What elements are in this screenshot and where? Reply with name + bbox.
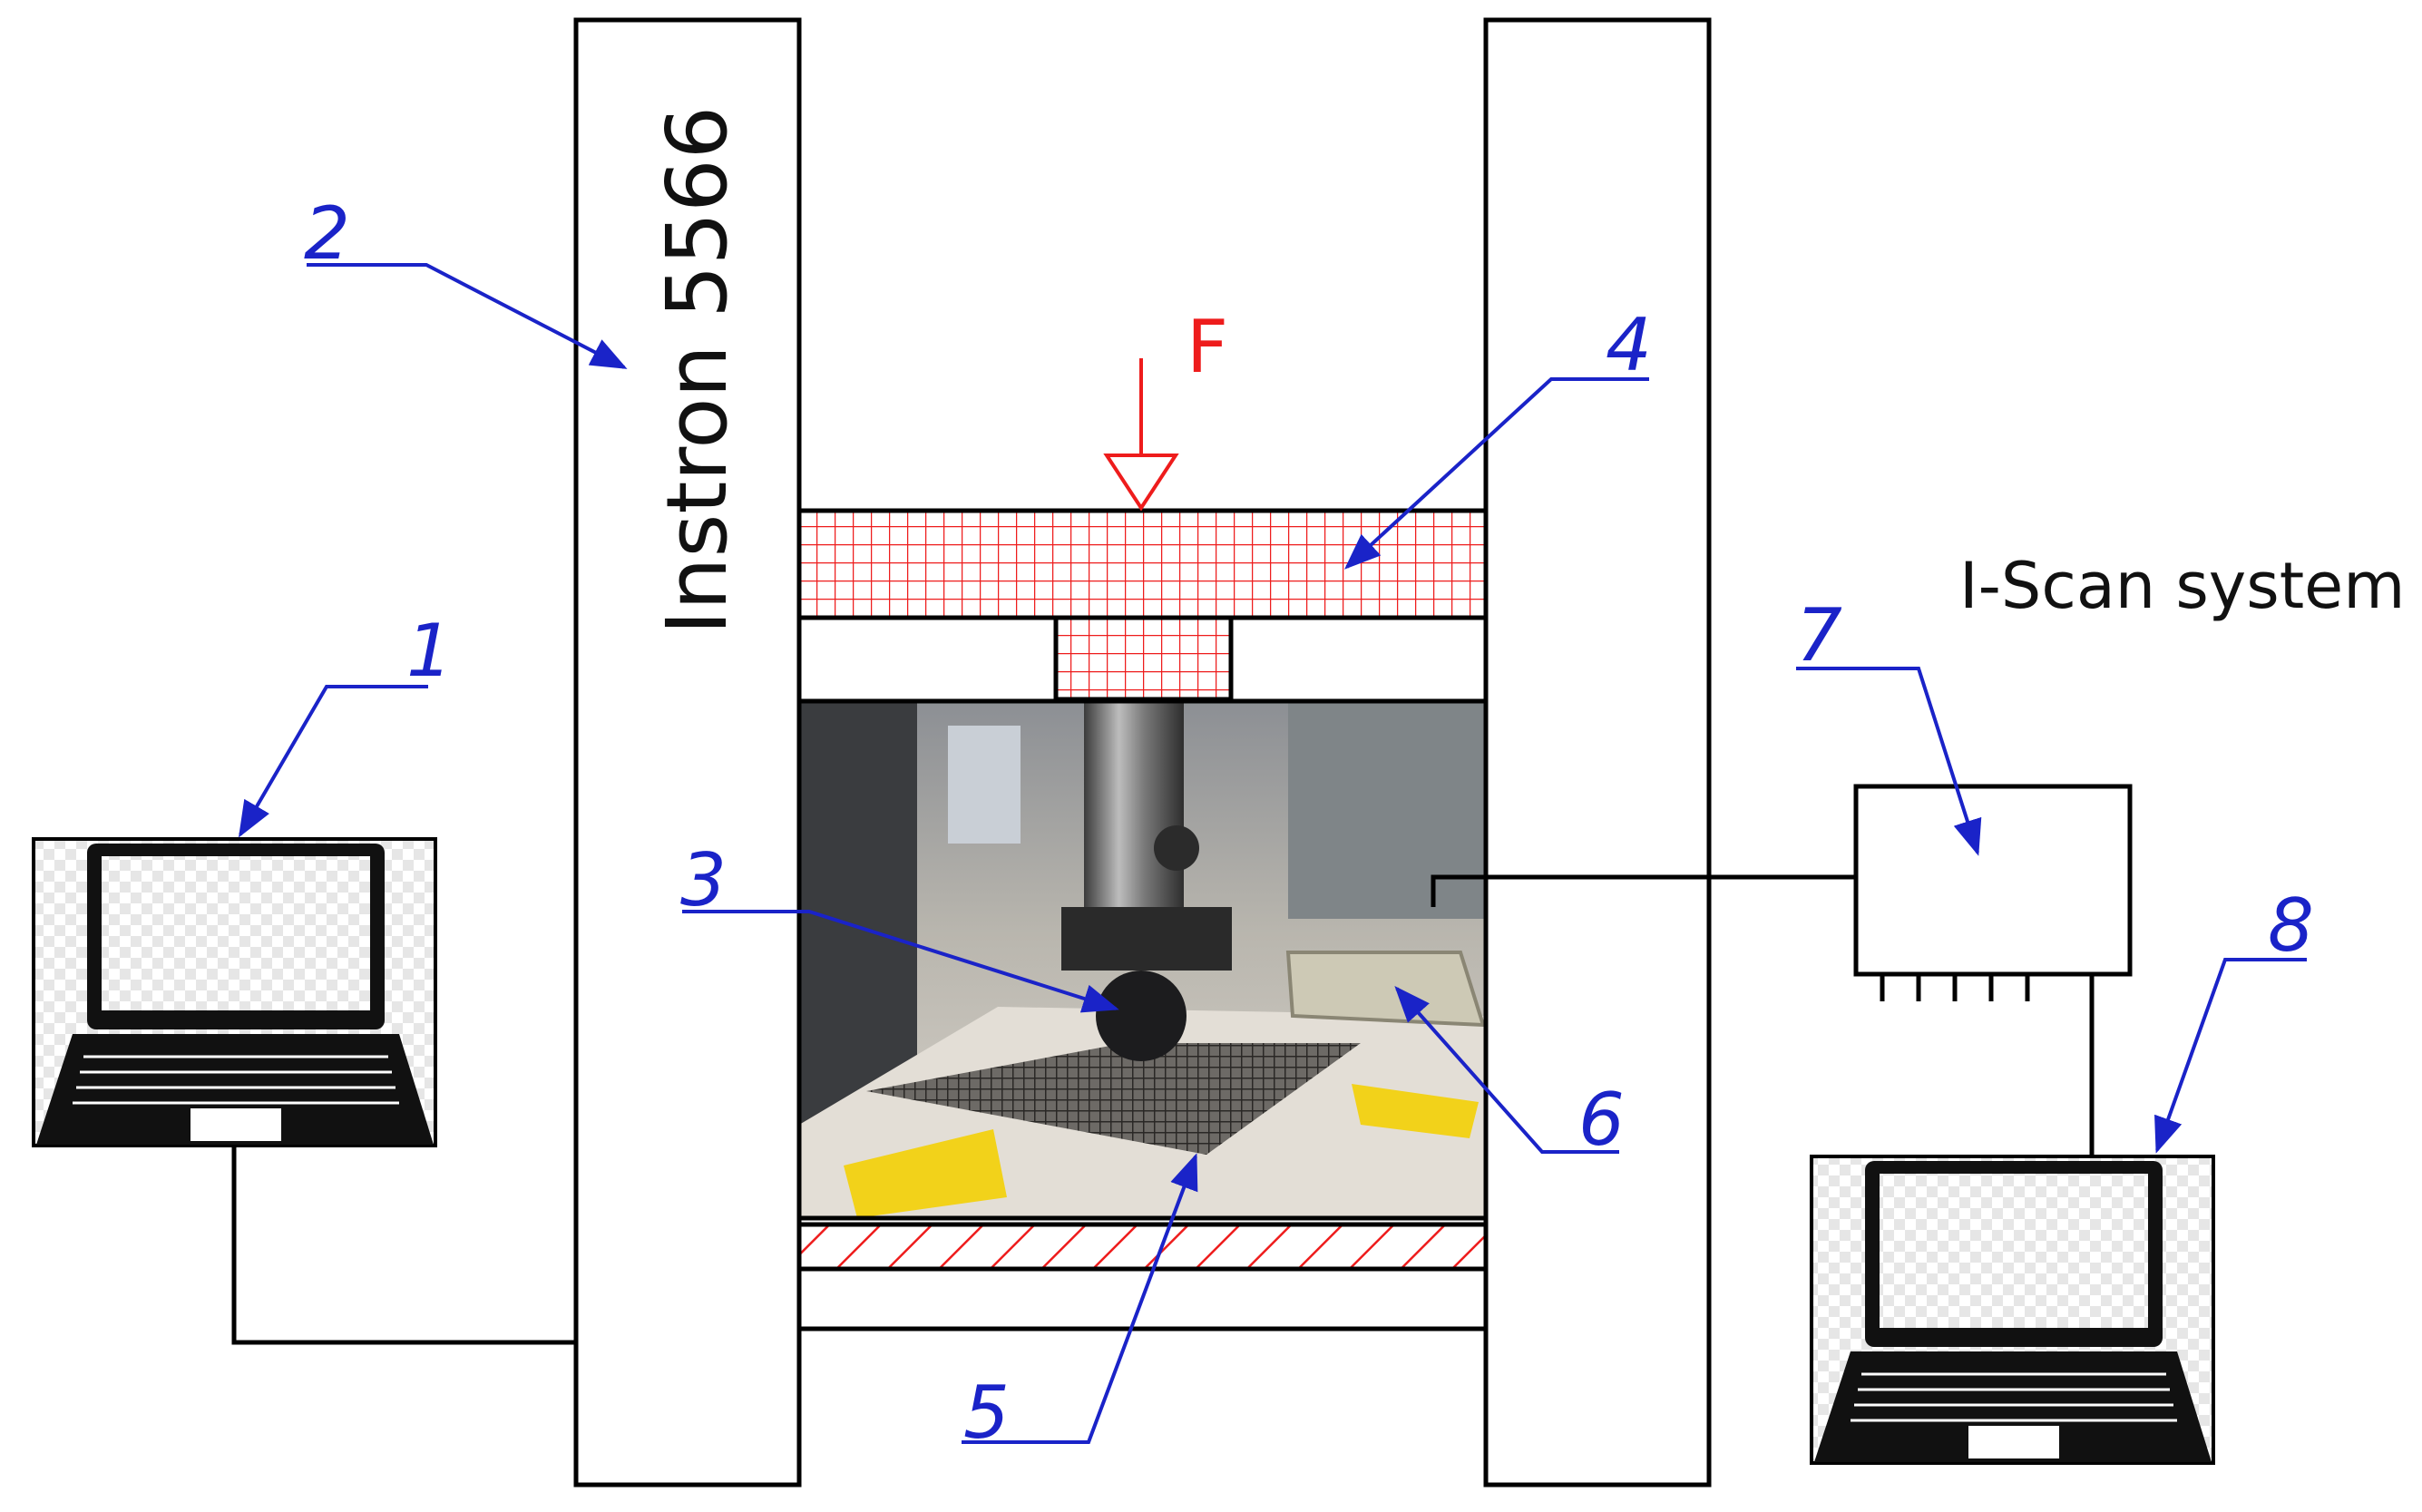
lower-plate <box>796 1222 1489 1272</box>
callout-1: 1 <box>406 609 453 693</box>
leader-5 <box>962 1153 1198 1444</box>
force-label: F <box>1187 305 1228 389</box>
callout-5: 5 <box>963 1371 1010 1455</box>
force-arrow <box>1103 358 1179 512</box>
tape-right <box>1352 1084 1479 1138</box>
indenter-nut <box>1061 907 1232 971</box>
machine-right-column <box>1483 17 1712 1488</box>
callout-4: 4 <box>1606 303 1652 387</box>
callout-7: 7 <box>1796 593 1842 678</box>
callout-3: 3 <box>680 838 727 922</box>
leader-4 <box>1344 377 1649 570</box>
callout-8: 8 <box>2268 883 2314 968</box>
machine-label: Instron 5566 <box>649 106 746 635</box>
laptop-icon <box>1810 1155 2215 1465</box>
tape-left <box>844 1129 1007 1218</box>
indenter-ball <box>1096 971 1187 1061</box>
system-label: I-Scan system <box>1959 549 2405 623</box>
wire-laptop-to-machine <box>231 1146 576 1345</box>
wire-handle-to-module <box>1431 874 1856 907</box>
iscan-module-pins <box>1880 974 2030 1001</box>
leader-3 <box>682 910 1119 1013</box>
crosshead <box>796 508 1489 620</box>
laptop-icon <box>32 837 437 1147</box>
indenter-shaft <box>1084 701 1184 910</box>
iscan-module <box>1853 784 2133 977</box>
leader-8 <box>2154 958 2307 1154</box>
indenter-holder <box>1053 615 1234 702</box>
indenter-screw <box>1154 825 1199 871</box>
iscan-handle <box>1285 951 1486 1028</box>
machine-left-column <box>573 17 802 1488</box>
callout-6: 6 <box>1578 1078 1625 1162</box>
leader-6 <box>1394 986 1619 1154</box>
leader-1 <box>238 685 428 838</box>
test-photo <box>796 698 1489 1221</box>
callout-2: 2 <box>304 191 350 276</box>
pressure-sensor-mat <box>866 1043 1361 1155</box>
base-bar <box>796 1266 1489 1332</box>
leader-7 <box>1796 667 1982 856</box>
